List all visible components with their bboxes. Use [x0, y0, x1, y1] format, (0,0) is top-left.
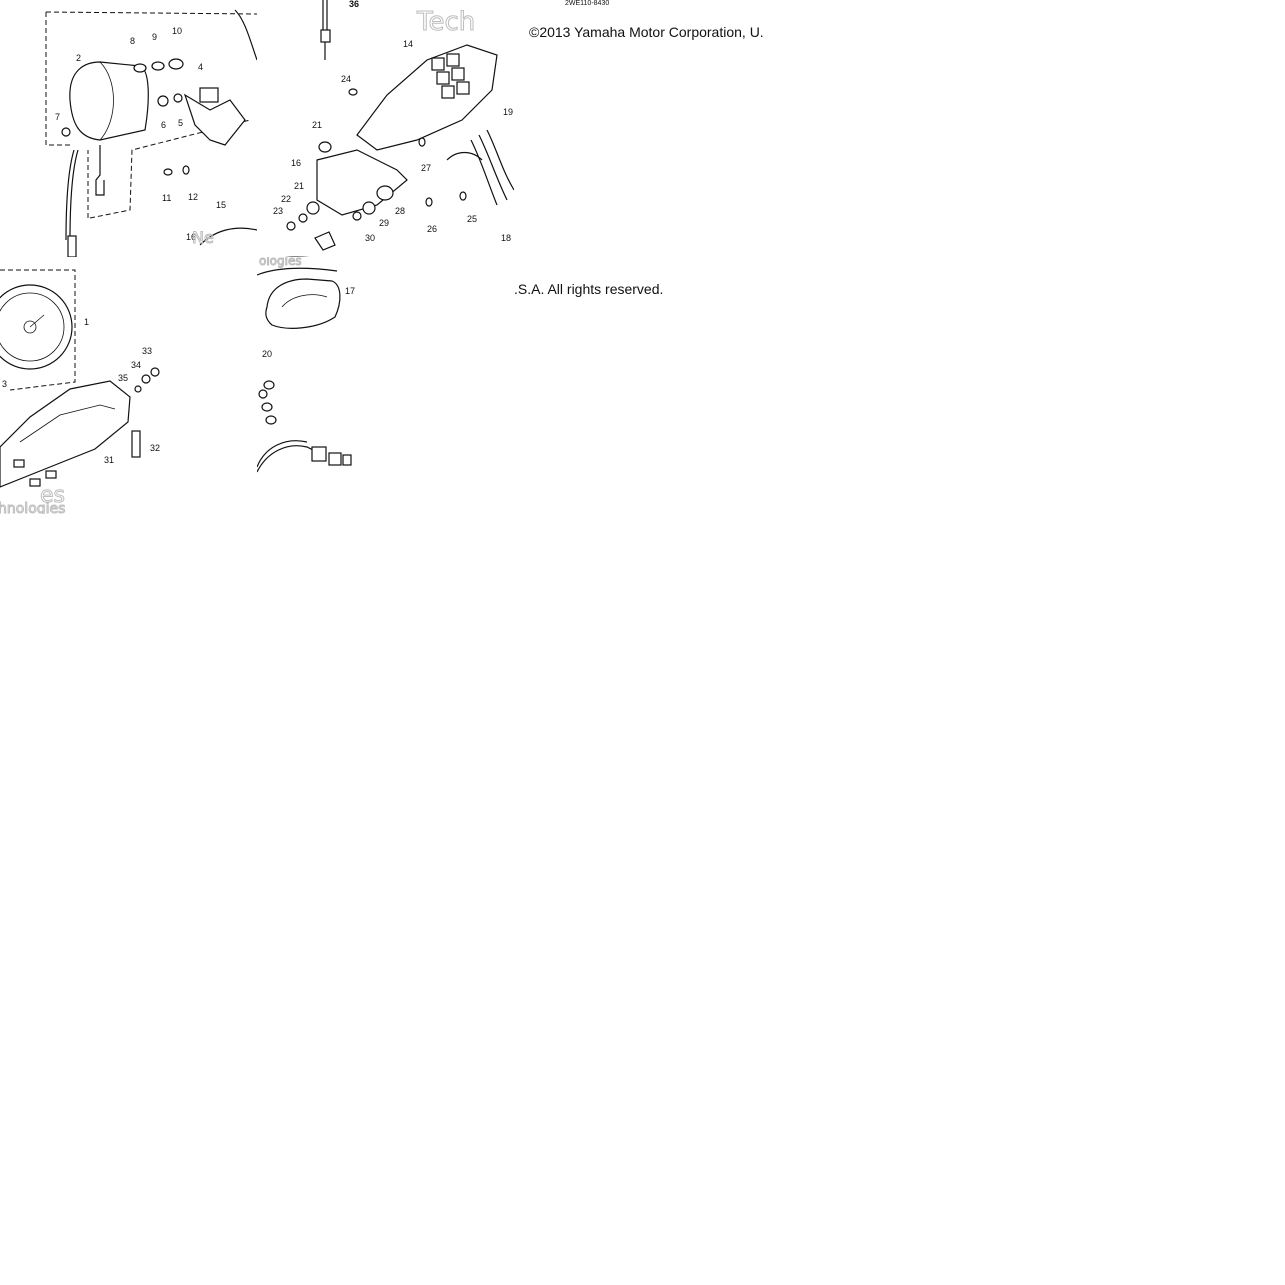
copyright-line-a: ©2013 Yamaha Motor Corporation, U. [529, 24, 764, 40]
figure-code: 2WE110-8430 [565, 0, 610, 7]
callout-1: 1 [84, 317, 89, 327]
callout-6: 6 [161, 120, 166, 130]
diagram-tile-top-left: 2 8 9 10 4 7 6 5 11 12 15 16 Ne [0, 0, 257, 257]
callout-23: 23 [273, 206, 283, 216]
indicator-panel-drawing: 17 20 ologies [257, 257, 355, 473]
watermark-text-b: Ne [192, 228, 214, 247]
callout-4: 4 [198, 62, 203, 72]
callout-8: 8 [130, 36, 135, 46]
diagram-tile-lower-middle: 17 20 ologies [257, 257, 514, 514]
watermark-text-e: es [40, 483, 65, 508]
diagram-tile-top-middle: 36 24 14 21 16 21 22 23 27 28 29 30 19 2… [257, 0, 514, 257]
meter-stay-plate [316, 149, 408, 216]
meter-base-drawing: 36 24 14 21 16 21 22 23 27 28 29 30 19 2… [273, 0, 514, 257]
copyright-line-b: .S.A. All rights reserved. [514, 281, 664, 297]
indicator-panel-part [265, 278, 341, 329]
callout-3: 3 [2, 379, 7, 389]
callout-24: 24 [341, 74, 351, 84]
meter-cover-part [69, 61, 149, 141]
callout-14: 14 [403, 39, 413, 49]
callout-36: 36 [349, 0, 359, 9]
callout-26: 26 [427, 224, 437, 234]
callout-21b: 21 [294, 181, 304, 191]
callout-29: 29 [379, 218, 389, 228]
callout-31: 31 [104, 455, 114, 465]
callout-2: 2 [76, 53, 81, 63]
callout-9: 9 [152, 32, 157, 42]
callout-19: 19 [503, 107, 513, 117]
callout-34: 34 [131, 360, 141, 370]
assembly-dashed-boundary [45, 11, 257, 219]
callout-5: 5 [178, 118, 183, 128]
callout-22: 22 [281, 194, 291, 204]
callout-11: 11 [162, 193, 171, 203]
meter-housing-drawing: 2 8 9 10 4 7 6 5 11 12 15 16 Ne [45, 9, 257, 257]
callout-33: 33 [142, 346, 152, 356]
callout-32: 32 [150, 443, 160, 453]
callout-16: 16 [186, 232, 196, 242]
callout-17: 17 [345, 286, 355, 296]
callout-15: 15 [216, 200, 226, 210]
callout-7: 7 [55, 112, 60, 122]
callout-25: 25 [467, 214, 477, 224]
meter-lower-cover [0, 380, 131, 488]
speedometer-drawing: 1 33 34 35 3 32 31 es hnologies [0, 269, 160, 514]
mounting-bracket-part [183, 93, 246, 146]
callout-12: 12 [188, 192, 198, 202]
callout-27: 27 [421, 163, 431, 173]
diagram-tile-lower-left: 1 33 34 35 3 32 31 es hnologies [0, 257, 257, 514]
watermark-text-a: Tech [416, 7, 475, 37]
watermark-text-c: ologies [259, 257, 302, 268]
callout-10: 10 [172, 26, 182, 36]
callout-30: 30 [365, 233, 375, 243]
callout-18: 18 [501, 233, 511, 243]
callout-28: 28 [395, 206, 405, 216]
callout-35: 35 [118, 373, 128, 383]
callout-16: 16 [291, 158, 301, 168]
watermark-text-d: hnologies [0, 501, 65, 514]
callout-20: 20 [262, 349, 272, 359]
callout-21a: 21 [312, 120, 322, 130]
meter-base-case [356, 44, 498, 151]
